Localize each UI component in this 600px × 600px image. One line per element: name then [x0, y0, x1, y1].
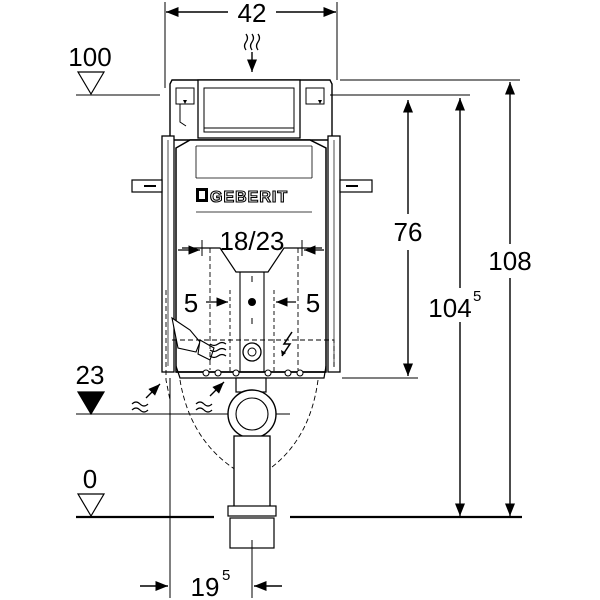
level-23-marker: 23: [76, 360, 290, 416]
level-0-label: 0: [83, 464, 97, 494]
dim-offset-left-label: 5: [184, 288, 198, 318]
dim-full-height: 104 5: [428, 98, 481, 516]
dim-frame-height-label: 76: [394, 217, 423, 247]
brand-logo: GEBERIT: [196, 188, 288, 207]
dim-overall-height-label: 108: [488, 246, 531, 276]
dim-flush-width-label: 18/23: [219, 226, 284, 256]
inner-water-icon: [209, 341, 227, 359]
dim-bottom-offset-sup: 5: [222, 567, 230, 584]
electric-icon: [281, 331, 293, 357]
dim-bottom-offset: 19 5: [140, 378, 282, 600]
level-23-label: 23: [76, 360, 105, 390]
level-0-marker: 0: [76, 464, 522, 519]
level-marker-icon: [76, 493, 106, 518]
dim-offset-right-label: 5: [306, 288, 320, 318]
dim-full-height-label: 104: [428, 293, 471, 323]
heat-wave-icon: [131, 381, 225, 413]
dim-offset-right: 5: [276, 288, 320, 318]
water-inlet-icon: [243, 33, 261, 72]
dim-full-height-sup: 5: [473, 288, 481, 305]
level-marker-icon: [76, 71, 106, 96]
installation-frame: [131, 79, 373, 471]
dim-offset-left: 5: [184, 288, 228, 318]
level-marker-icon: [76, 391, 106, 416]
level-100-label: 100: [68, 42, 111, 72]
dim-frame-height: 76: [330, 79, 520, 379]
dim-top-width: 42: [164, 0, 338, 88]
drain-pipe: [227, 377, 277, 549]
dim-bottom-offset-label: 19: [191, 572, 220, 600]
brand-name: GEBERIT: [210, 189, 288, 206]
dim-top-width-label: 42: [238, 0, 267, 28]
level-100-marker: 100: [68, 42, 160, 96]
dim-overall-height: 108: [488, 82, 532, 516]
dim-flush-width: 18/23: [178, 226, 324, 256]
